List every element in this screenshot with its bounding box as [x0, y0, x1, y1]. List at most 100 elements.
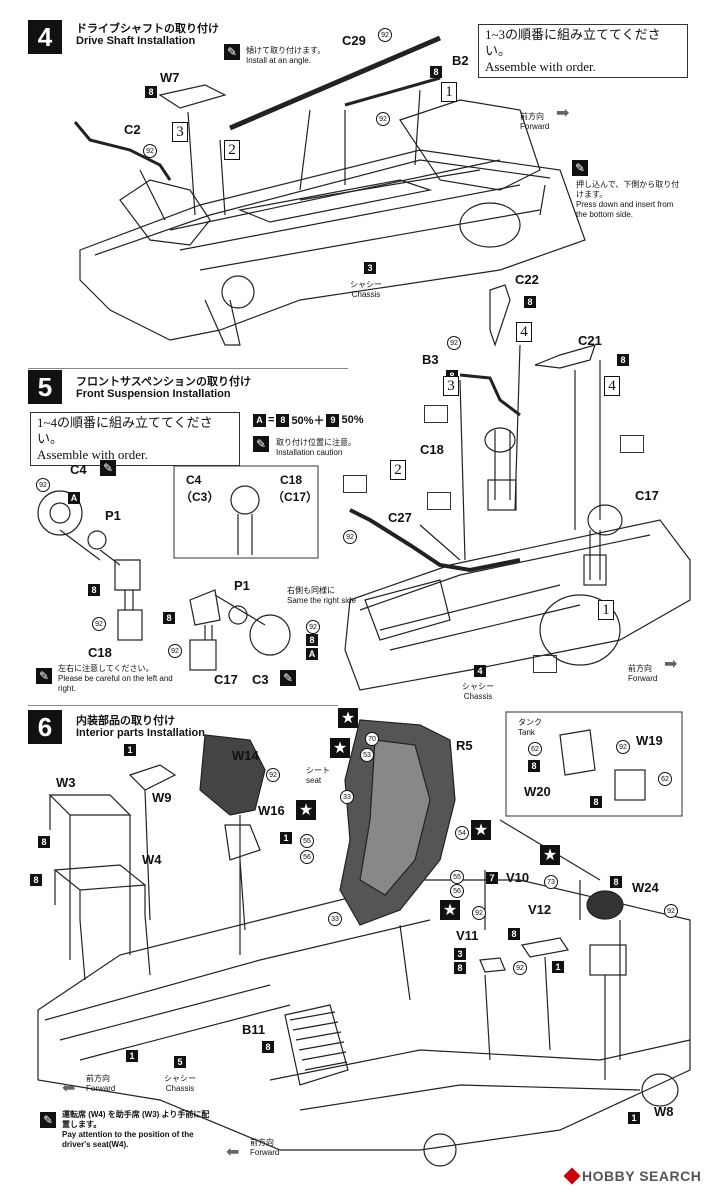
- step-5-title-en: Front Suspension Installation: [76, 388, 231, 400]
- part-w16: W16: [258, 803, 285, 818]
- part-w9: W9: [152, 790, 172, 805]
- chassis-jp: シャシー: [350, 280, 382, 289]
- step-5-title-jp: フロントサスペンションの取り付け: [76, 376, 252, 388]
- order-1: 1: [441, 82, 457, 102]
- careful-note-en: Please be careful on the left and right.: [58, 674, 173, 693]
- paint-a: A: [306, 648, 318, 660]
- callout-c17: （C17）: [272, 490, 319, 504]
- part-c29: C29: [342, 33, 366, 48]
- part-w14: W14: [232, 748, 259, 763]
- paint-55: 55: [450, 870, 464, 884]
- paint-92: 92: [36, 478, 50, 492]
- paint-70: 70: [365, 732, 379, 746]
- part-w4: W4: [142, 852, 162, 867]
- order-note-1-4-en: Assemble with order.: [37, 447, 148, 462]
- star-icon: ★: [540, 845, 560, 865]
- no-glue-icon: [620, 435, 644, 453]
- paint-8: 8: [454, 962, 466, 974]
- part-c21: C21: [578, 333, 602, 348]
- paint-33: 33: [328, 912, 342, 926]
- order-1: 1: [598, 600, 614, 620]
- paint-8: 8: [528, 760, 540, 772]
- hobby-search-logo-icon: [563, 1167, 581, 1185]
- caution-icon: ✎: [280, 670, 296, 686]
- part-c17-right: C17: [635, 488, 659, 503]
- part-v10: V10: [506, 870, 530, 885]
- order-3: 3: [443, 376, 459, 396]
- paint-92: 92: [168, 644, 182, 658]
- paint-1: 1: [126, 1050, 138, 1062]
- step-6-title-jp: 内装部品の取り付け: [76, 715, 175, 727]
- paint-8: 8: [430, 66, 442, 78]
- paint-92: 92: [266, 768, 280, 782]
- part-w7: W7: [160, 70, 180, 85]
- part-b11: B11: [242, 1022, 266, 1037]
- angle-note-jp: 傾けて取り付けます。: [246, 46, 326, 55]
- part-p1: P1: [105, 508, 121, 523]
- step-5-number: 5: [28, 370, 62, 404]
- caution-icon: ✎: [224, 44, 240, 60]
- forward-en: Forward: [250, 1148, 280, 1157]
- paint-8: 8: [508, 928, 520, 940]
- paint-8: 8: [262, 1041, 274, 1053]
- order-note-1-4: 1~4の順番に組み立ててください。 Assemble with order.: [30, 412, 240, 466]
- seat-position-jp: 運転席 (W4) を助手席 (W3) より手前に配置します。: [62, 1110, 210, 1129]
- color-mix-note: A = 8 50%＋ 9 50%: [253, 412, 364, 428]
- part-c3: C3: [252, 672, 269, 687]
- caution-icon: ✎: [572, 160, 588, 176]
- part-w3: W3: [56, 775, 76, 790]
- position-note-jp: 取り付け位置に注意。: [276, 438, 356, 447]
- order-note-1-4-jp: 1~4の順番に組み立ててください。: [37, 415, 213, 446]
- paint-1: 1: [124, 744, 136, 756]
- chassis-label: シャシー Chassis: [462, 682, 494, 702]
- seat-label: シート seat: [306, 766, 330, 786]
- forward-arrow-icon: ⬅: [62, 1080, 76, 1097]
- color-9: 9: [326, 413, 340, 427]
- chassis-num-5: 5: [174, 1056, 186, 1068]
- part-b2: B2: [452, 53, 469, 68]
- part-c18: C18: [88, 645, 112, 660]
- paint-8: 8: [610, 876, 622, 888]
- paint-56: 56: [450, 884, 464, 898]
- forward-arrow-icon: ➡: [664, 656, 678, 673]
- tank-label: タンク Tank: [518, 718, 542, 738]
- forward-en: Forward: [628, 674, 658, 683]
- color-p1: 50%＋: [291, 415, 325, 427]
- angle-note: 傾けて取り付けます。 Install at an angle.: [246, 46, 376, 66]
- star-icon: ★: [338, 708, 358, 728]
- chassis-jp: シャシー: [462, 682, 494, 691]
- order-3: 3: [172, 122, 188, 142]
- part-c4: C4: [70, 462, 87, 477]
- paint-7: 7: [486, 872, 498, 884]
- part-w20: W20: [524, 784, 551, 799]
- paint-8: 8: [30, 874, 42, 886]
- paint-33: 33: [340, 790, 354, 804]
- forward-jp: 前方向: [250, 1138, 274, 1147]
- paint-92: 92: [376, 112, 390, 126]
- chassis-num-4: 4: [474, 665, 486, 677]
- angle-note-en: Install at an angle.: [246, 56, 311, 65]
- seat-position-en: Pay attention to the position of the dri…: [62, 1130, 194, 1149]
- position-note: 取り付け位置に注意。 Installation caution: [276, 438, 356, 458]
- no-glue-icon: [343, 475, 367, 493]
- tank-jp: タンク: [518, 718, 542, 727]
- step-divider: [28, 705, 338, 706]
- forward-jp: 前方向: [520, 112, 544, 121]
- callout-c4: C4: [186, 473, 202, 487]
- paint-8: 8: [88, 584, 100, 596]
- caution-icon: ✎: [100, 460, 116, 476]
- paint-92: 92: [378, 28, 392, 42]
- order-4: 4: [604, 376, 620, 396]
- paint-8: 8: [145, 86, 157, 98]
- forward-jp: 前方向: [628, 664, 652, 673]
- paint-92: 92: [664, 904, 678, 918]
- part-v12: V12: [528, 902, 552, 917]
- part-c2: C2: [124, 122, 141, 137]
- paint-53: 53: [360, 748, 374, 762]
- paint-56: 56: [300, 850, 314, 864]
- forward-label: 前方向 Forward: [520, 112, 549, 132]
- star-icon: ★: [471, 820, 491, 840]
- star-icon: ★: [330, 738, 350, 758]
- order-4: 4: [516, 322, 532, 342]
- color-a: A: [253, 413, 266, 427]
